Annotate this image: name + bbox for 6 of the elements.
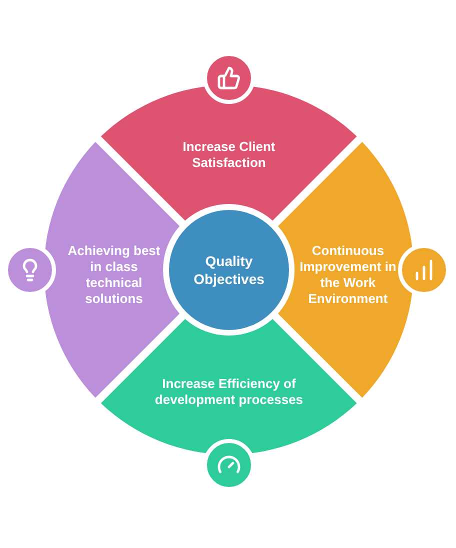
- segment-label: Increase Efficiency of development processes: [154, 376, 304, 408]
- center-label: Quality Objectives: [192, 252, 266, 288]
- center-circle: [169, 210, 289, 330]
- segment-label: Achieving best in class technical solutions: [66, 242, 162, 307]
- segment-label: Increase Client Satisfaction: [182, 139, 276, 171]
- segment-label: Continuous Improvement in the Work Environment: [298, 242, 398, 307]
